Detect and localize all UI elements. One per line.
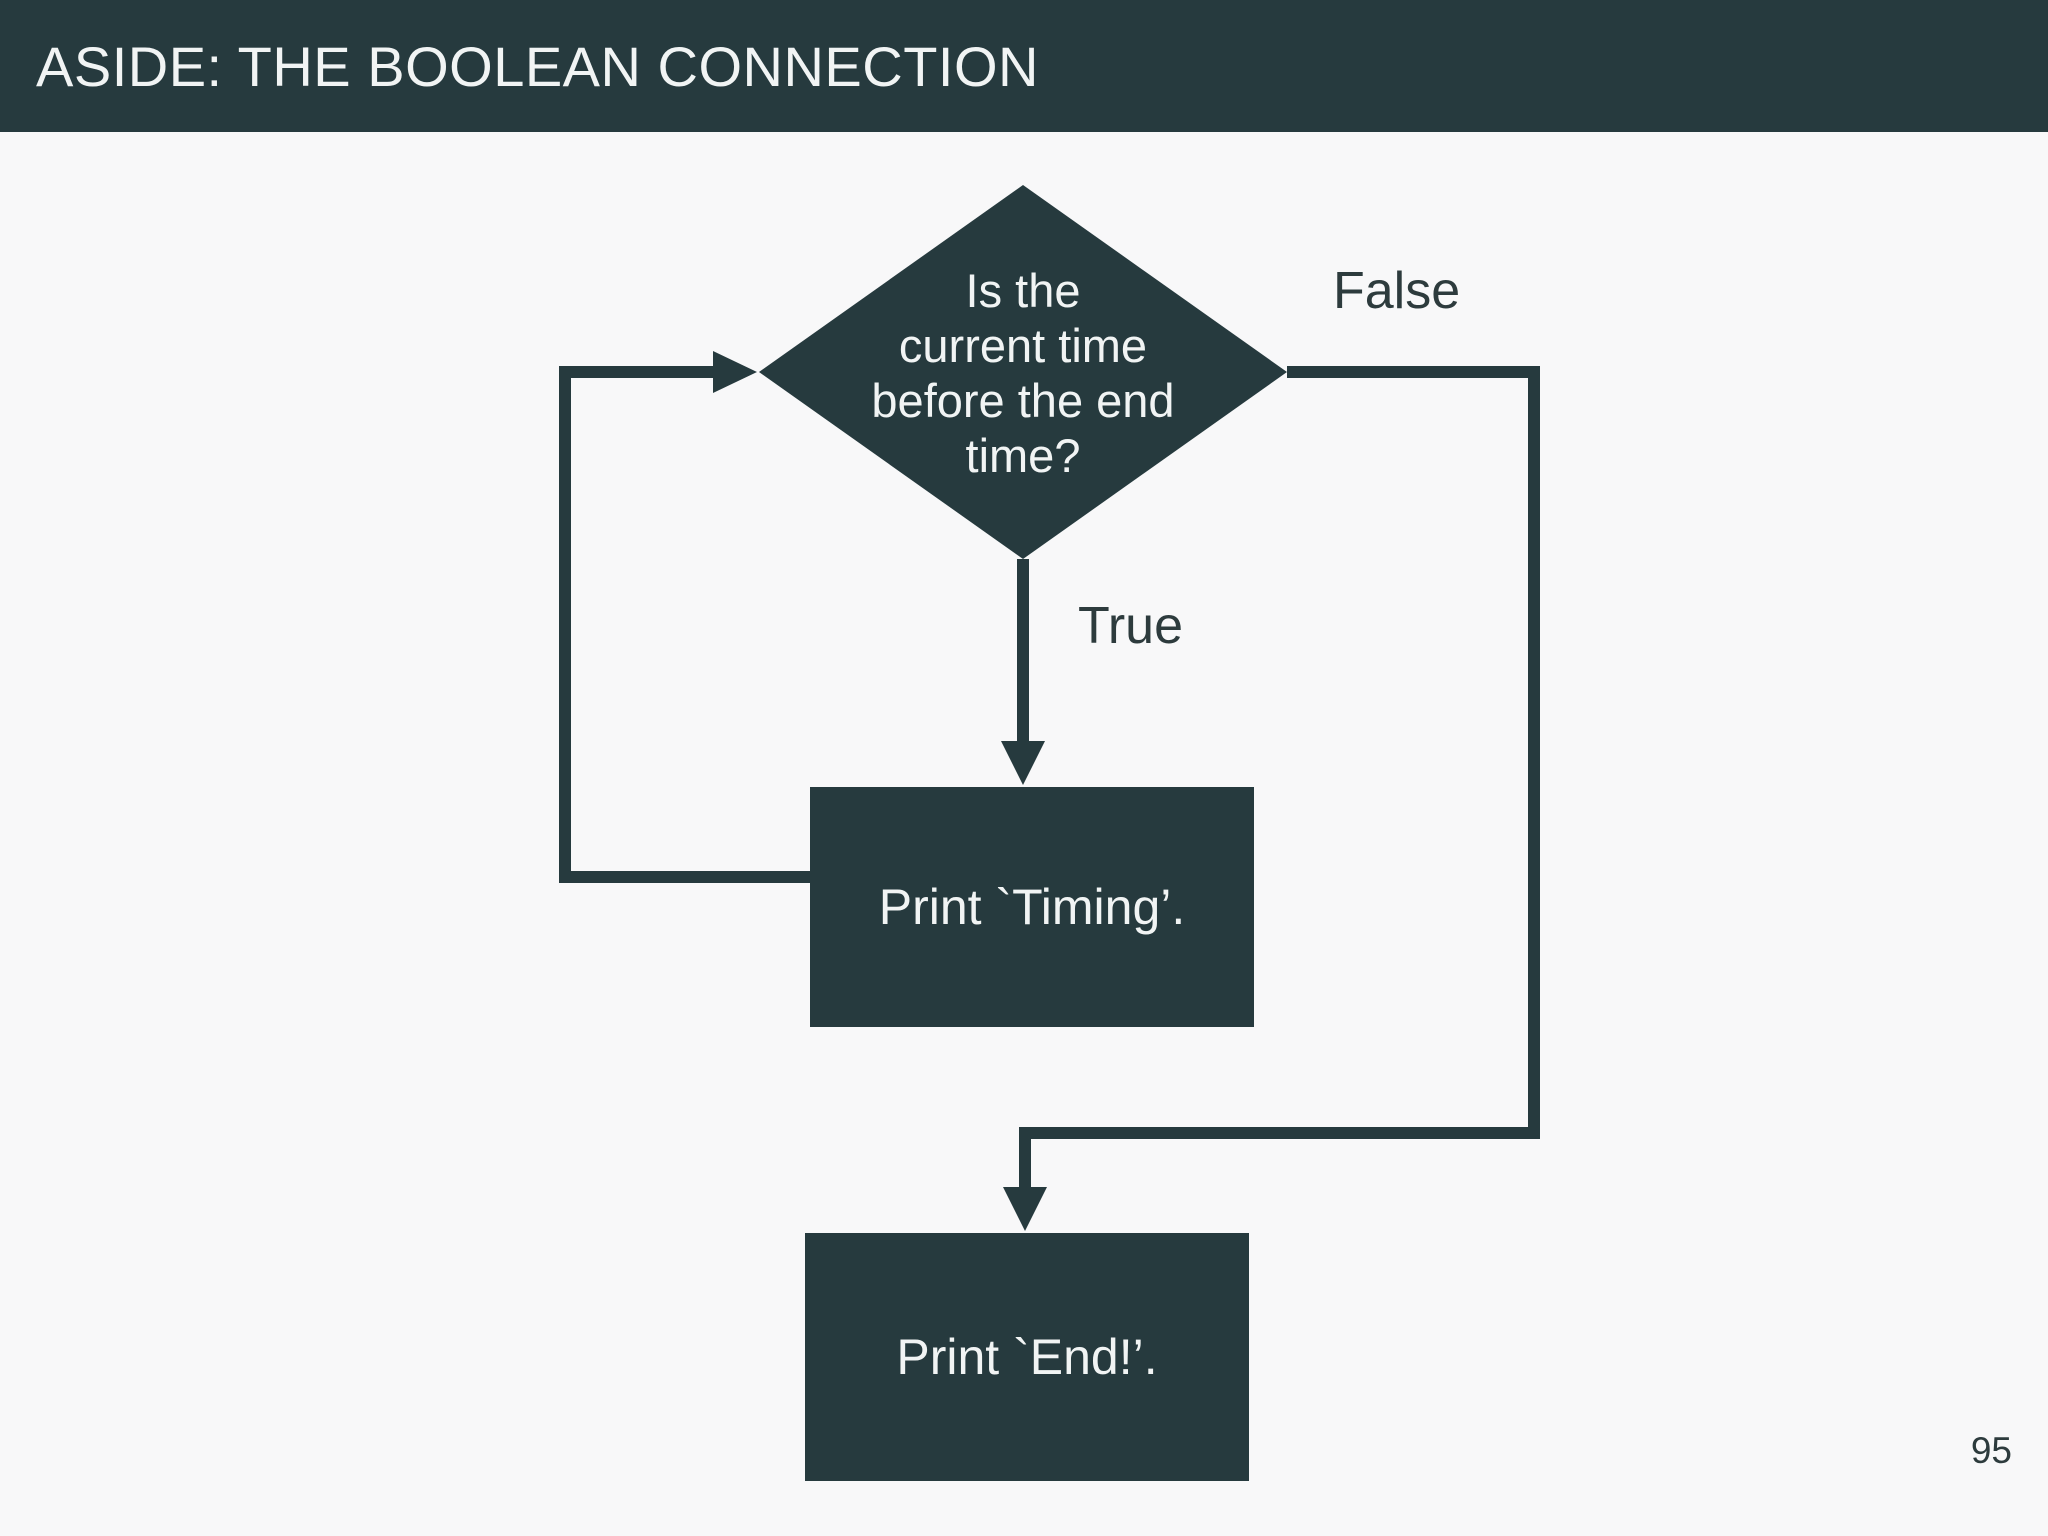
decision-label-line3: before the end xyxy=(871,374,1175,427)
false-edge xyxy=(1019,366,1540,1189)
process-box-end xyxy=(805,1233,1249,1481)
decision-label-line1: Is the xyxy=(965,264,1081,317)
branch-label-false: False xyxy=(1333,262,1461,320)
process-box-end-label: Print `End!’. xyxy=(896,1329,1158,1385)
decision-label-line4: time? xyxy=(965,429,1081,482)
page-number: 95 xyxy=(1970,1430,2012,1471)
branch-label-true: True xyxy=(1078,597,1183,655)
slide-title-bar: ASIDE: THE BOOLEAN CONNECTION xyxy=(0,0,2048,132)
false-arrowhead-icon xyxy=(1003,1187,1047,1231)
process-box-timing-label: Print `Timing’. xyxy=(878,879,1186,935)
true-arrowhead-icon xyxy=(1001,741,1045,785)
slide-title: ASIDE: THE BOOLEAN CONNECTION xyxy=(36,34,1039,98)
process-box-timing xyxy=(810,787,1254,1027)
loop-back-arrowhead-icon xyxy=(713,351,757,393)
decision-diamond xyxy=(759,185,1287,559)
loop-back-edge xyxy=(559,366,810,883)
decision-label-line2: current time xyxy=(898,319,1148,372)
decision-label: Is the current time before the end time? xyxy=(723,263,1323,483)
